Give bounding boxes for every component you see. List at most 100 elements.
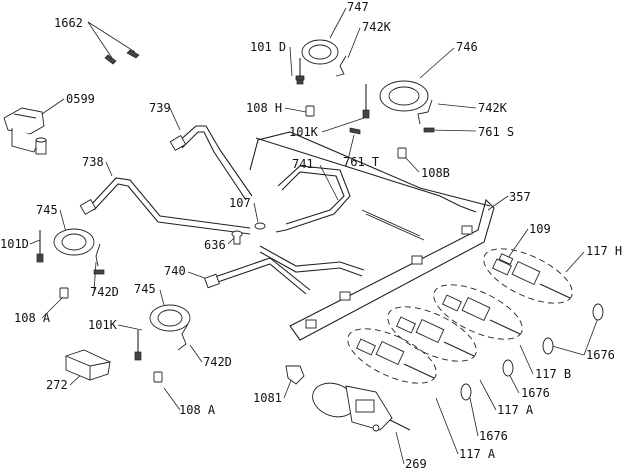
label-108h: 108 H (246, 101, 282, 115)
label-0599: 0599 (66, 92, 95, 106)
leader-101k-top (321, 117, 365, 133)
label-101d-left: 101D (0, 237, 29, 251)
valve-group-117h (483, 248, 573, 304)
leader-108b (403, 155, 420, 173)
label-1081: 1081 (253, 391, 282, 405)
frame-357 (255, 137, 495, 341)
part-1081 (285, 365, 305, 385)
burner-caps (53, 39, 429, 332)
part-109 (498, 253, 514, 265)
leader-742k-top (347, 27, 361, 59)
label-117a-mid: 117 A (497, 403, 534, 417)
burner-746 (379, 80, 429, 112)
leader-742d-mid (189, 344, 203, 363)
label-636: 636 (204, 238, 226, 252)
label-741: 741 (292, 157, 314, 171)
burner-745-mid (149, 304, 191, 332)
leader-269 (395, 431, 405, 465)
label-1676-mid: 1676 (521, 386, 550, 400)
valve-group-117b (433, 284, 523, 340)
label-272: 272 (46, 378, 68, 392)
leader-1676-right (551, 317, 599, 356)
label-747: 747 (347, 0, 369, 14)
label-108a-bottom: 108 A (179, 403, 216, 417)
label-745-mid: 745 (134, 282, 156, 296)
leader-745-mid (159, 289, 165, 306)
leader-117b (519, 344, 534, 375)
leader-742k-right (437, 103, 477, 109)
leader-101d-left (29, 239, 41, 245)
leader-745-left (59, 209, 67, 233)
leader-761t (347, 134, 355, 161)
pipe-738 (89, 177, 251, 229)
leader-747 (329, 7, 347, 39)
label-742k-right: 742K (478, 101, 508, 115)
leader-101k-left (117, 324, 143, 331)
leader-357 (487, 195, 509, 211)
label-745-left: 745 (36, 203, 58, 217)
leader-108h (284, 107, 307, 113)
leader-746 (419, 47, 455, 79)
leader-1662-a (87, 21, 113, 59)
valve-group-117a-bottom (347, 328, 437, 384)
label-107: 107 (229, 196, 251, 210)
leader-761s (429, 129, 477, 132)
leader-117a-bottom (435, 397, 459, 455)
part-272 (65, 349, 111, 381)
label-740: 740 (164, 264, 186, 278)
part-269 (312, 382, 411, 432)
leader-741 (319, 164, 339, 201)
label-117a-bottom: 117 A (459, 447, 496, 461)
label-1676-right: 1676 (586, 348, 615, 362)
burner-747 (301, 39, 339, 65)
leader-107 (253, 202, 259, 223)
leader-108a-left (41, 297, 63, 319)
label-101k-top: 101K (289, 125, 319, 139)
label-109: 109 (529, 222, 551, 236)
leader-101d-top (289, 46, 293, 77)
leader-109 (507, 228, 529, 259)
label-761s: 761 S (478, 125, 514, 139)
label-742d-left: 742D (90, 285, 119, 299)
part-1662-clips (104, 49, 140, 65)
label-1662: 1662 (54, 16, 83, 30)
leader-742d-left (93, 261, 97, 293)
leader-738 (105, 161, 113, 177)
valve-group-117a-mid (387, 306, 477, 362)
leader-117h (565, 251, 585, 273)
leader-lines (29, 7, 599, 465)
pipe-739 (177, 125, 253, 197)
part-0599-regulator (3, 107, 47, 155)
burner-745-left (53, 228, 95, 256)
part-107-636 (231, 222, 266, 245)
label-742k-top: 742K (362, 20, 392, 34)
leader-1081 (283, 377, 293, 399)
gas-pipes (79, 125, 491, 295)
leader-0599 (41, 98, 65, 115)
label-742d-mid: 742D (203, 355, 232, 369)
label-108a-left: 108 A (14, 311, 51, 325)
label-101k-left: 101K (88, 318, 118, 332)
leader-1662-b (87, 21, 136, 53)
leader-739 (169, 107, 181, 131)
label-117b: 117 B (535, 367, 571, 381)
label-269: 269 (405, 457, 427, 470)
label-746: 746 (456, 40, 478, 54)
leader-1676-bottom (469, 397, 479, 437)
label-739: 739 (149, 101, 171, 115)
leader-117a-mid (479, 379, 497, 411)
label-1676-bottom: 1676 (479, 429, 508, 443)
label-117h: 117 H (586, 244, 622, 258)
label-101d-top: 101 D (250, 40, 286, 54)
label-108b: 108B (421, 166, 450, 180)
pipe-741 (275, 165, 351, 233)
leader-108a-bottom (163, 387, 181, 411)
label-357: 357 (509, 190, 531, 204)
electrodes-wires (36, 55, 435, 361)
nuts-108 (59, 105, 407, 383)
seals-1676 (460, 303, 604, 401)
label-738: 738 (82, 155, 104, 169)
